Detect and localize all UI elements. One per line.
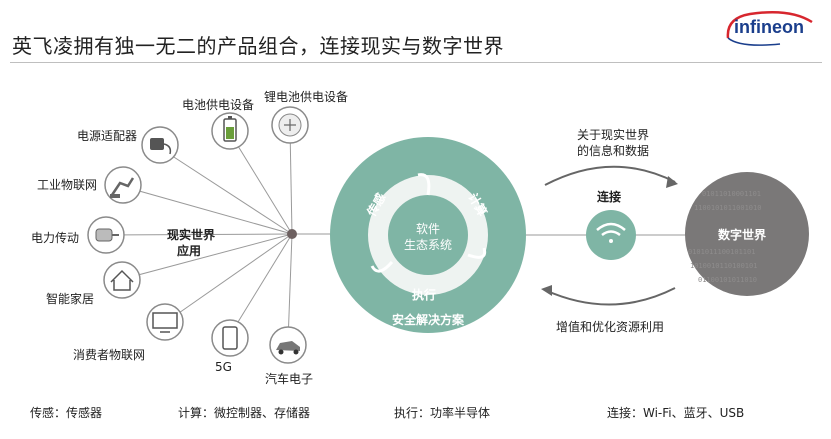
binary-texture: 01011010001101 1100101011001010 01010111… (688, 190, 761, 284)
arrow-to-digital (544, 165, 676, 186)
label-smart-home: 智能家居 (46, 292, 95, 306)
icon-smartphone (211, 319, 249, 357)
core-label-ecosystem: 生态系统 (403, 238, 452, 252)
spoke-lines (107, 127, 340, 343)
icon-car (269, 326, 307, 364)
label-battery-devices: 电池供电设备 (182, 98, 255, 112)
icon-house (103, 261, 141, 299)
icon-battery (211, 112, 249, 150)
logo-text: infineon (734, 17, 804, 37)
svg-text:0101011100101101: 0101011100101101 (688, 248, 755, 256)
label-automotive: 汽车电子 (265, 372, 314, 386)
label-industrial-iot: 工业物联网 (37, 178, 98, 192)
icon-monitor (146, 303, 184, 341)
label-consumer-iot: 消费者物联网 (73, 348, 146, 362)
label-digital-world: 数字世界 (718, 228, 767, 242)
hub-label-real-world: 现实世界 (167, 228, 216, 242)
arrow-head-left (541, 285, 552, 296)
infineon-logo: infineon (720, 8, 820, 48)
hub-label-application: 应用 (177, 244, 202, 258)
footer-connect: 连接：Wi-Fi、蓝牙、USB (607, 406, 745, 420)
icon-lithium-battery (271, 106, 309, 144)
logo-arc-icon (726, 10, 813, 46)
icon-power-adapter (141, 126, 179, 164)
arrow-head-right (666, 176, 678, 188)
wifi-badge (586, 210, 636, 260)
icon-motor (87, 216, 125, 254)
label-5g: 5G (215, 360, 232, 374)
icon-industrial-robot (104, 166, 142, 204)
core-label-software: 软件 (415, 222, 440, 236)
software-core (388, 195, 468, 275)
segment-dividers (370, 173, 487, 273)
ring-label-actuate: 执行 (412, 288, 437, 302)
footer-actuate: 执行：功率半导体 (394, 406, 491, 420)
label-power-adapter: 电源适配器 (77, 129, 138, 143)
svg-text:01100101011010: 01100101011010 (698, 276, 757, 284)
label-lithium-devices: 锂电池供电设备 (264, 90, 349, 104)
footer-sense: 传感：传感器 (30, 406, 103, 420)
ring-label-security: 安全解决方案 (391, 313, 464, 327)
label-info-and-data: 的信息和数据 (576, 144, 649, 158)
svg-text:1100101011001010: 1100101011001010 (694, 204, 761, 212)
hub-dot (287, 229, 297, 239)
label-power-drive: 电力传动 (31, 231, 80, 245)
wifi-icon (596, 222, 626, 243)
footer-compute: 计算：微控制器、存储器 (178, 406, 311, 420)
label-real-world-info: 关于现实世界 (576, 128, 649, 142)
svg-text:1010010110100101: 1010010110100101 (690, 262, 757, 270)
title-divider (10, 62, 822, 63)
label-value-add: 增值和优化资源利用 (556, 320, 665, 334)
page-title: 英飞凌拥有独一无二的产品组合，连接现实与数字世界 (12, 34, 504, 58)
label-connect: 连接 (597, 190, 622, 204)
svg-text:01011010001101: 01011010001101 (702, 190, 761, 198)
digital-world-sphere (685, 172, 809, 296)
arrow-to-real (544, 287, 676, 306)
